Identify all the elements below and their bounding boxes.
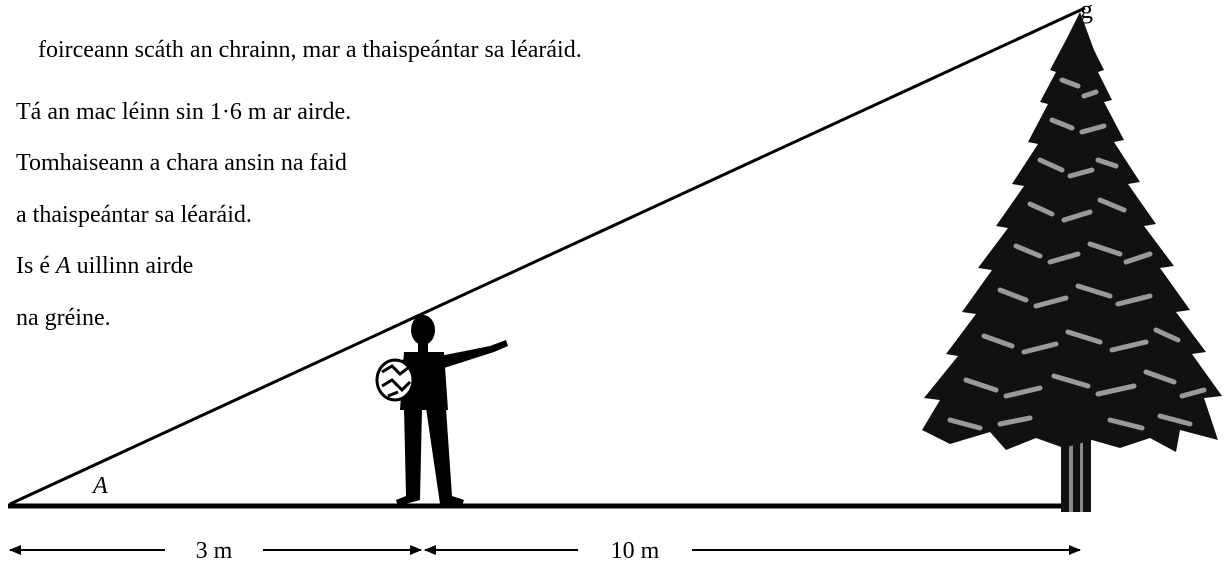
text-line-6: na gréine. [16, 305, 111, 331]
sun-ray-line [9, 6, 1086, 506]
tree-icon [922, 12, 1222, 512]
text-line-5: Is é A uillinn airde [16, 252, 193, 280]
dimension-left-label: 3 m [196, 538, 233, 564]
text-line-2: Tá an mac léinn sin 1·6 m ar airde. [16, 99, 352, 125]
text-line-5-suffix: uillinn airde [70, 253, 194, 279]
variable-a: A [55, 253, 71, 279]
text-line-3: Tomhaiseann a chara ansin na faid [16, 150, 347, 176]
person-icon [392, 315, 508, 506]
text-line-1: foirceann scáth an chrainn, mar a thaisp… [38, 37, 582, 63]
text-line-4: a thaispeántar sa léaráid. [16, 202, 252, 228]
text-line-5-prefix: Is é [16, 253, 56, 279]
angle-label: A [91, 473, 108, 499]
ball-icon [375, 358, 415, 402]
cut-off-text: g [1080, 0, 1093, 24]
dimension-right-label: 10 m [611, 538, 660, 564]
